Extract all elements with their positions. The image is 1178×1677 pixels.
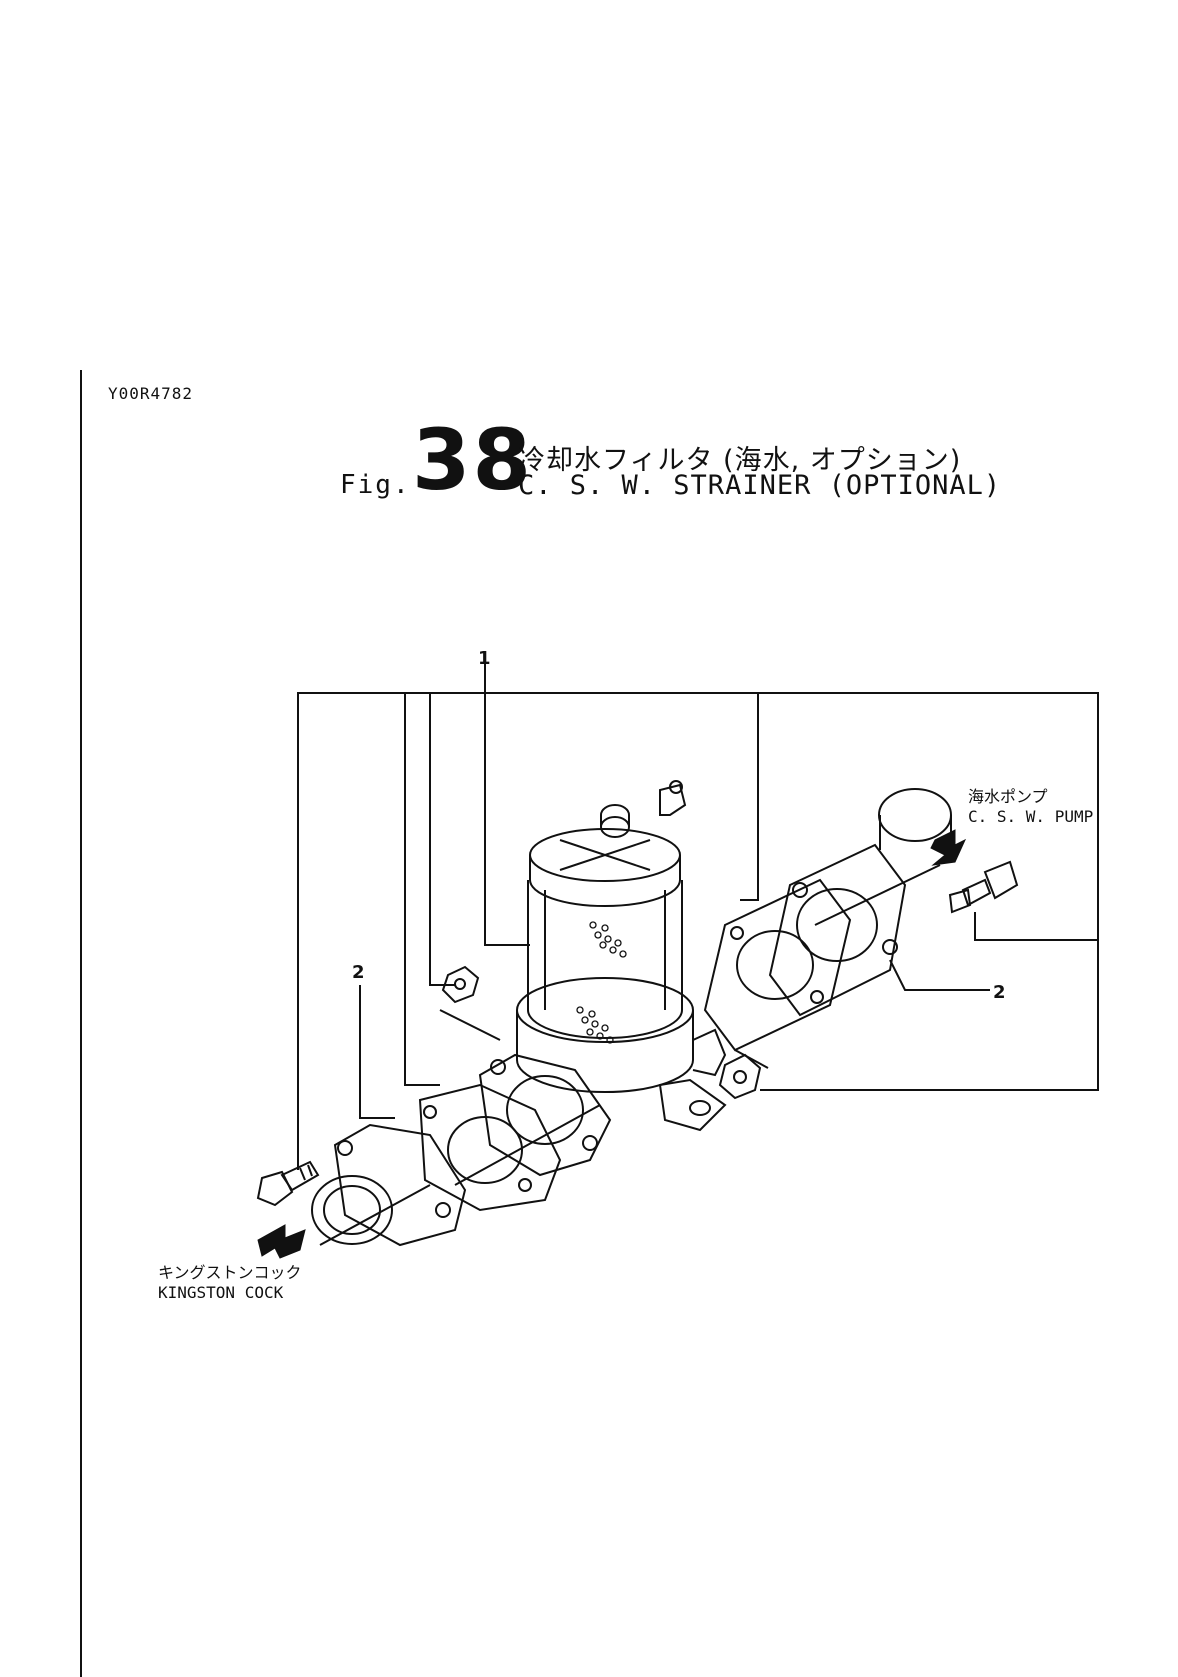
- outlet-flange: [770, 845, 905, 1015]
- inlet-arrow-icon: [258, 1225, 305, 1258]
- inlet-flange-body: [480, 1055, 610, 1175]
- kingston-label-english: KINGSTON COCK: [158, 1283, 284, 1302]
- callout-part-2-right: 2: [993, 982, 1006, 1003]
- inlet-bolt: [258, 1162, 318, 1205]
- pump-label-english: C. S. W. PUMP: [968, 807, 1093, 826]
- inlet-flange: [312, 1125, 465, 1245]
- leader-lines: [298, 655, 1098, 1170]
- callout-part-2-left: 2: [352, 962, 365, 983]
- inlet-gasket: [420, 1085, 600, 1210]
- outlet-bolt: [950, 862, 1017, 912]
- callout-part-1: 1: [478, 648, 491, 669]
- strainer-assembly: [517, 781, 725, 1130]
- outlet-gasket: [705, 880, 850, 1050]
- pump-label-japanese: 海水ポンプ: [968, 787, 1048, 806]
- kingston-label-japanese: キングストンコック: [158, 1263, 302, 1282]
